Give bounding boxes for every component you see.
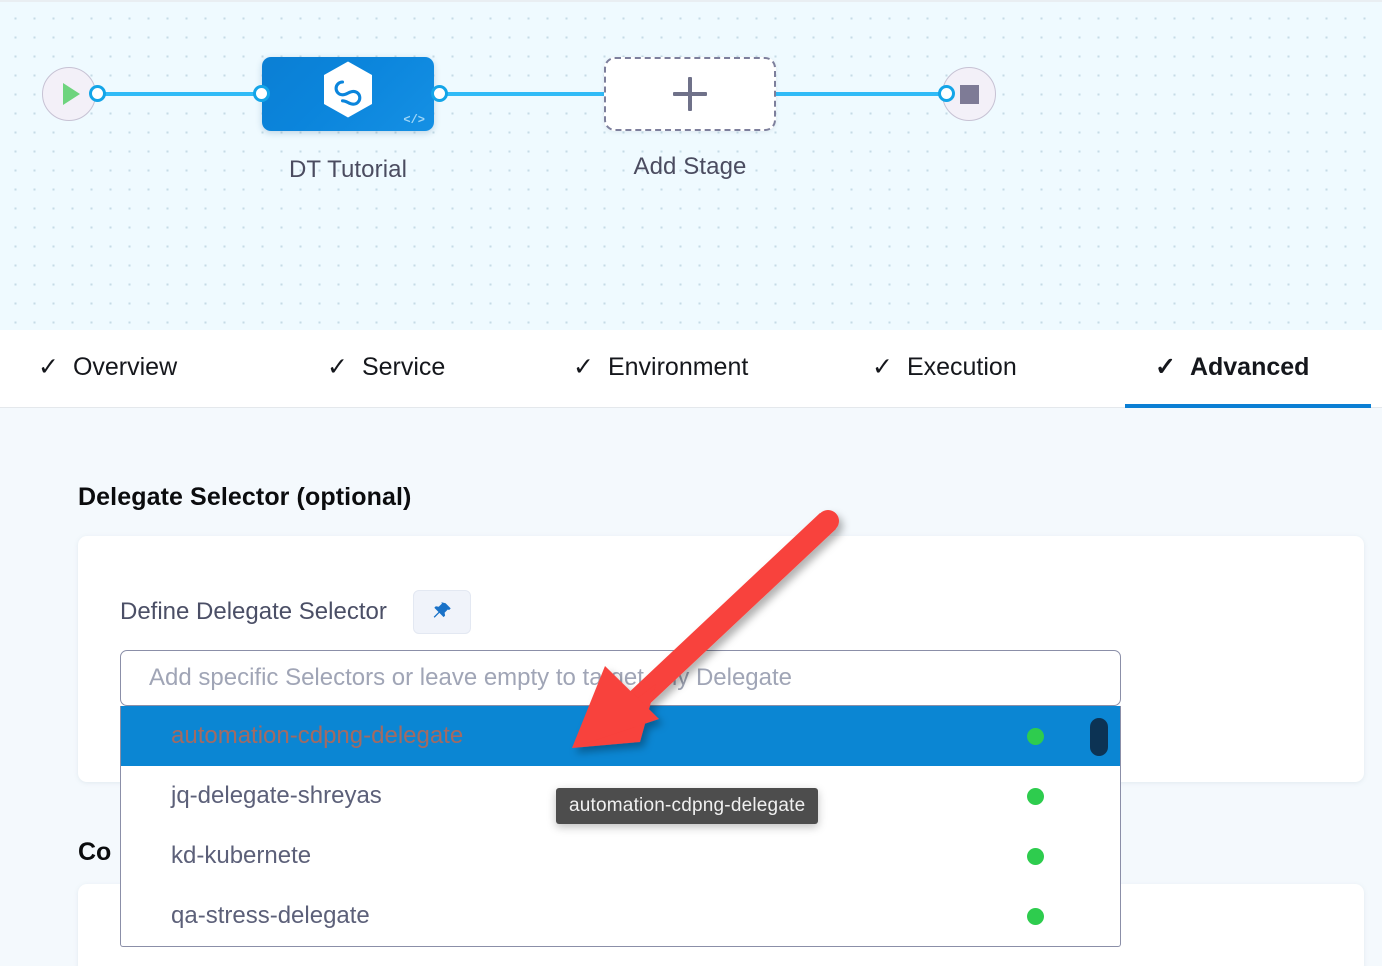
connector-add-to-end	[772, 92, 950, 96]
delegate-option-jq-delegate-shreyas[interactable]: jq-delegate-shreyas	[121, 766, 1120, 826]
dropdown-scrollbar[interactable]	[1090, 706, 1116, 946]
tab-execution-label: Execution	[906, 352, 1017, 381]
tab-environment[interactable]: ✓ Environment	[573, 330, 748, 408]
delegate-options-list[interactable]: automation-cdpng-delegate jq-delegate-sh…	[120, 706, 1121, 947]
tab-service[interactable]: ✓ Service	[327, 330, 445, 408]
pipeline-canvas[interactable]: </> DT Tutorial Add Stage	[0, 0, 1382, 330]
delegate-selector-heading: Delegate Selector (optional)	[78, 483, 412, 511]
tab-overview[interactable]: ✓ Overview	[38, 330, 177, 408]
canvas-top-divider	[0, 0, 1382, 2]
delegate-option-kd-kubernete[interactable]: kd-kubernete	[121, 826, 1120, 886]
check-icon: ✓	[573, 352, 594, 381]
tab-advanced[interactable]: ✓ Advanced	[1124, 330, 1373, 408]
delegate-option-label: kd-kubernete	[171, 842, 312, 869]
delegate-option-label: automation-cdpng-delegate	[171, 722, 464, 749]
tab-advanced-label: Advanced	[1189, 352, 1310, 381]
port-end-input[interactable]	[938, 85, 955, 102]
delegate-name-tooltip: automation-cdpng-delegate	[556, 788, 819, 824]
delegate-option-automation-cdpng-delegate[interactable]: automation-cdpng-delegate	[121, 706, 1120, 766]
plus-icon	[673, 77, 707, 111]
check-icon: ✓	[327, 352, 348, 381]
stage-config-tabbar: ✓ Overview ✓ Service ✓ Environment ✓ Exe…	[0, 330, 1382, 408]
play-icon	[63, 83, 80, 105]
tab-environment-label: Environment	[607, 352, 749, 381]
port-stage-output[interactable]	[431, 85, 448, 102]
tab-overview-label: Overview	[72, 352, 178, 381]
add-stage-label: Add Stage	[633, 153, 747, 180]
delegate-selector-placeholder: Add specific Selectors or leave empty to…	[149, 664, 793, 691]
port-stage-input[interactable]	[253, 85, 270, 102]
stop-square-icon	[959, 84, 979, 104]
delegate-option-label: qa-stress-delegate	[171, 902, 370, 929]
stage-code-badge: </>	[403, 113, 425, 127]
delegate-option-label: jq-delegate-shreyas	[171, 782, 382, 809]
check-icon: ✓	[1155, 352, 1176, 381]
conditional-execution-heading: Co	[78, 838, 112, 866]
status-dot-connected	[1027, 727, 1044, 745]
status-dot-connected	[1027, 847, 1044, 865]
status-dot-connected	[1027, 787, 1044, 805]
status-dot-connected	[1027, 907, 1044, 925]
harness-hexagon-icon	[322, 61, 374, 124]
delegate-selector-input[interactable]: Add specific Selectors or leave empty to…	[120, 650, 1121, 706]
delegate-option-qa-stress-delegate[interactable]: qa-stress-delegate	[121, 886, 1120, 946]
tab-execution[interactable]: ✓ Execution	[872, 330, 1017, 408]
connector-stage-to-add	[438, 92, 616, 96]
add-stage-button[interactable]	[604, 57, 776, 131]
tab-service-label: Service	[361, 352, 446, 381]
stage-node-label: DT Tutorial	[288, 156, 408, 183]
pipeline-start-node[interactable]	[42, 67, 96, 121]
define-delegate-selector-label: Define Delegate Selector	[120, 598, 387, 625]
connector-start-to-stage	[96, 92, 268, 96]
pin-icon[interactable]	[412, 590, 471, 634]
port-start-output[interactable]	[89, 85, 106, 102]
dropdown-scrollbar-thumb[interactable]	[1090, 718, 1108, 756]
check-icon: ✓	[38, 352, 59, 381]
check-icon: ✓	[872, 352, 893, 381]
define-delegate-selector-row: Define Delegate Selector	[120, 590, 471, 634]
stage-node-dt-tutorial[interactable]: </>	[262, 57, 434, 131]
